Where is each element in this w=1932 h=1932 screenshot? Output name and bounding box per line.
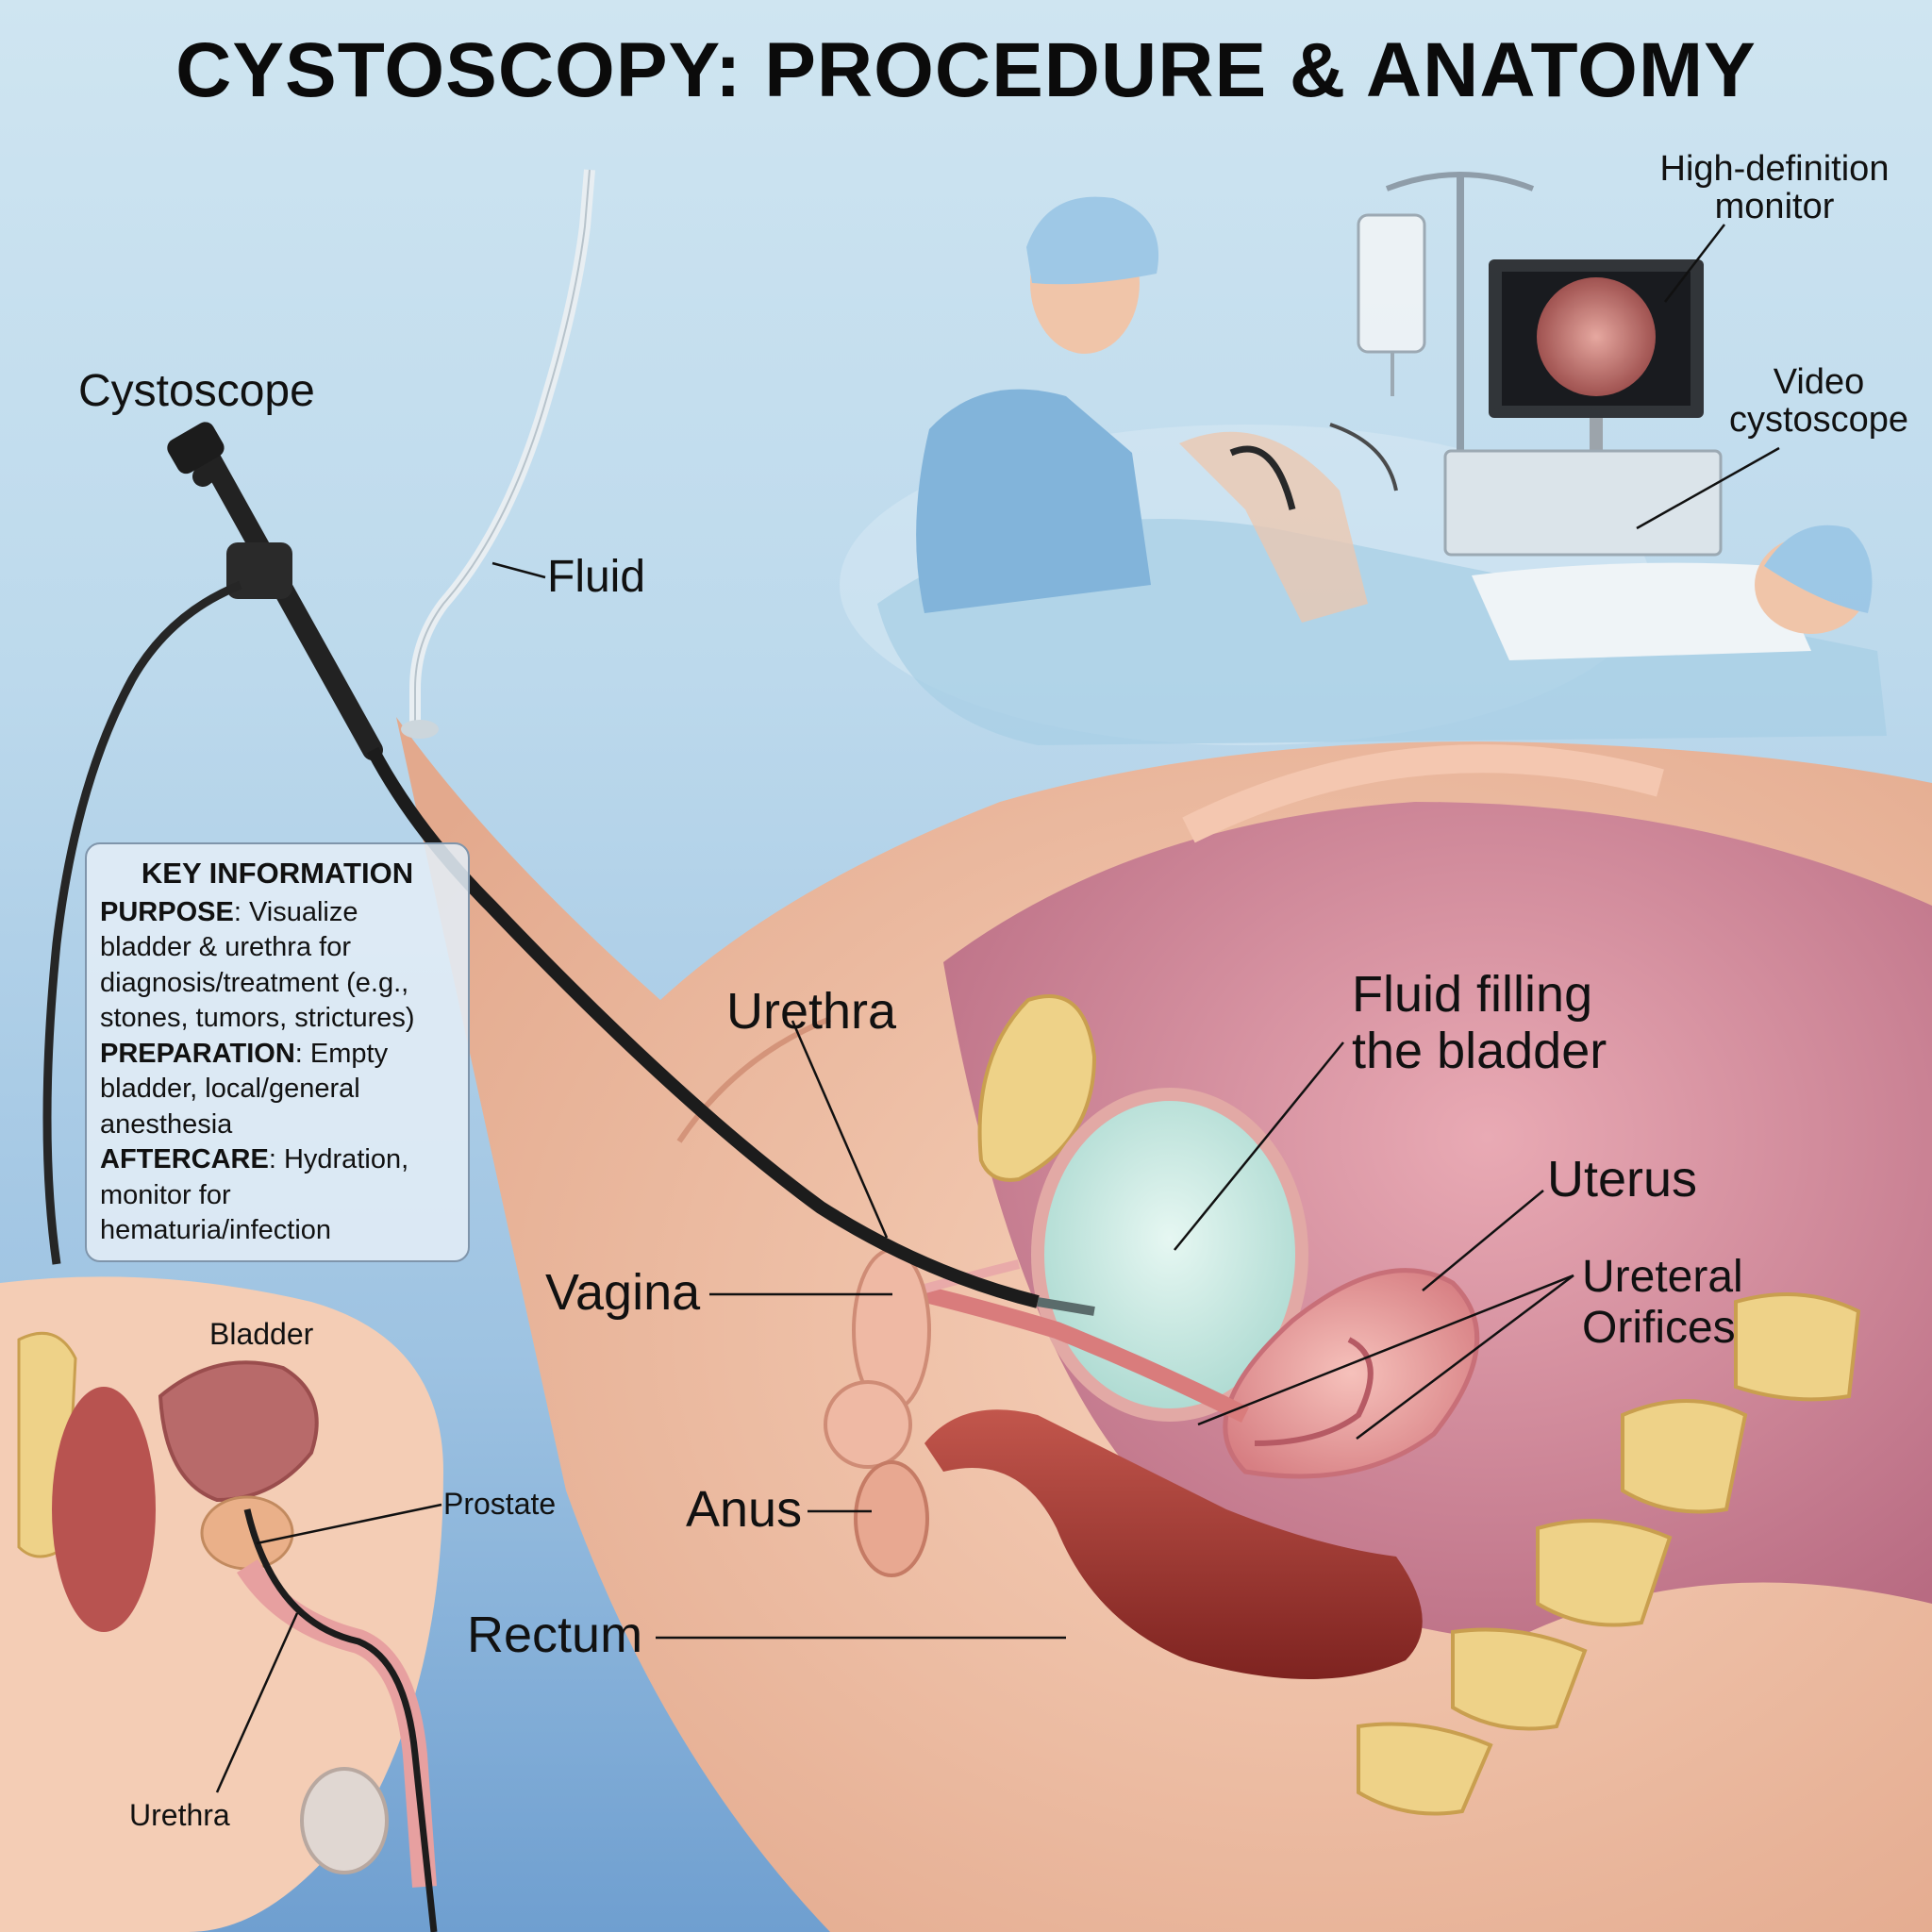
cystoscope-device bbox=[42, 169, 1095, 1316]
label-vagina: Vagina bbox=[545, 1264, 701, 1321]
label-fluid: Fluid bbox=[547, 552, 646, 602]
label-cystoscope: Cystoscope bbox=[78, 366, 315, 416]
purpose-text: : Visualize bladder & urethra for diagno… bbox=[100, 896, 415, 1034]
label-video-cystoscope-line1: Video bbox=[1773, 362, 1865, 402]
pubic-bone bbox=[977, 994, 1097, 1182]
aftercare-text: : Hydration, monitor for hematuria/infec… bbox=[100, 1144, 409, 1245]
label-uterus: Uterus bbox=[1547, 1151, 1698, 1208]
sacrum bbox=[1357, 1292, 1861, 1816]
label-anus: Anus bbox=[686, 1481, 803, 1538]
page-title: CYSTOSCOPY: PROCEDURE & ANATOMY bbox=[175, 27, 1757, 113]
label-male-bladder: Bladder bbox=[209, 1317, 314, 1351]
label-male-prostate: Prostate bbox=[443, 1487, 557, 1521]
label-hd-monitor: High-definition monitor bbox=[1638, 149, 1911, 226]
label-hd-monitor-line2: monitor bbox=[1714, 186, 1835, 226]
label-urethra: Urethra bbox=[726, 983, 897, 1040]
procedure-scene bbox=[840, 172, 1887, 745]
label-rectum: Rectum bbox=[467, 1607, 643, 1663]
male-bladder bbox=[158, 1360, 319, 1503]
label-fluid-bladder-line1: Fluid filling bbox=[1352, 966, 1593, 1023]
purpose-label: PURPOSE bbox=[100, 896, 234, 927]
prostate bbox=[200, 1495, 294, 1571]
key-info-purpose: PURPOSE: Visualize bladder & urethra for… bbox=[100, 895, 455, 1037]
key-info-preparation: PREPARATION: Empty bladder, local/genera… bbox=[100, 1037, 455, 1143]
aftercare-label: AFTERCARE bbox=[100, 1144, 269, 1174]
preparation-text: : Empty bladder, local/general anesthesi… bbox=[100, 1038, 389, 1140]
label-ureteral-orifices: Ureteral Orifices bbox=[1582, 1252, 1743, 1354]
label-fluid-bladder: Fluid filling the bladder bbox=[1352, 966, 1607, 1079]
label-hd-monitor-line1: High-definition bbox=[1659, 149, 1890, 189]
male-rectum bbox=[52, 1387, 156, 1632]
key-information-box: KEY INFORMATION PURPOSE: Visualize bladd… bbox=[85, 842, 470, 1262]
male-anatomy-inset bbox=[0, 1276, 443, 1932]
preparation-label: PREPARATION bbox=[100, 1038, 295, 1069]
label-video-cystoscope: Video cystoscope bbox=[1706, 362, 1932, 440]
label-fluid-bladder-line2: the bladder bbox=[1352, 1023, 1607, 1079]
monitor-bladder-view bbox=[1537, 277, 1656, 396]
key-info-heading: KEY INFORMATION bbox=[141, 857, 414, 890]
label-video-cystoscope-line2: cystoscope bbox=[1728, 399, 1909, 440]
uterus bbox=[1223, 1268, 1480, 1479]
rectum bbox=[924, 1409, 1423, 1679]
label-male-urethra: Urethra bbox=[129, 1798, 230, 1832]
leader-lines bbox=[215, 224, 1780, 1793]
label-ureteral-line2: Orifices bbox=[1582, 1303, 1736, 1353]
label-ureteral-line1: Ureteral bbox=[1582, 1252, 1743, 1302]
key-info-aftercare: AFTERCARE: Hydration, monitor for hematu… bbox=[100, 1142, 455, 1249]
